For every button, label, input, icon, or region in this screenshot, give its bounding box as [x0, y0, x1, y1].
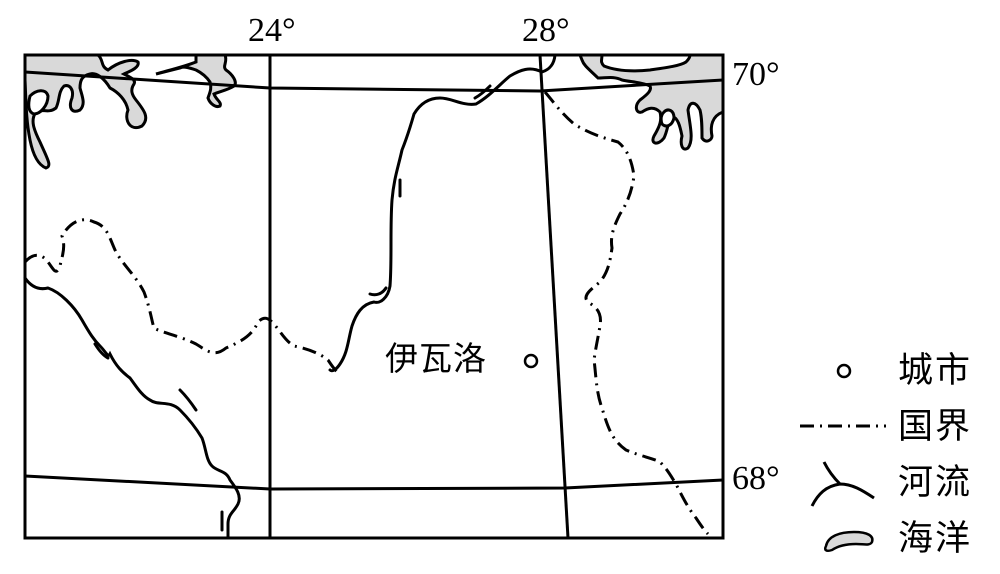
legend-label-border: 国界 [898, 407, 973, 447]
latitude-line-68 [24, 474, 724, 491]
city-label-ivalo: 伊瓦洛 [385, 339, 487, 378]
map-frame [23, 53, 725, 540]
legend-item-river: 河流 [796, 460, 1000, 510]
ocean-northeast [577, 53, 725, 151]
legend-item-ocean: 海洋 [796, 516, 1000, 566]
border-east [543, 91, 710, 536]
legend-item-city: 城市 [796, 348, 1000, 398]
ocean-north-inlet [155, 53, 237, 108]
legend-item-border: 国界 [796, 404, 1000, 454]
longitude-line-28 [538, 54, 570, 539]
river-central [328, 53, 557, 373]
legend-label-city: 城市 [898, 351, 973, 391]
ocean-northwest [23, 53, 148, 170]
river-icon [810, 461, 875, 507]
border-west [23, 218, 341, 376]
city-circle-icon [836, 363, 852, 379]
river-west [23, 276, 241, 540]
national-borders [23, 91, 710, 536]
longitude-label-24: 24° [248, 12, 296, 49]
ocean-patch-icon [824, 530, 874, 553]
rivers [23, 53, 557, 540]
longitude-label-28: 28° [522, 12, 570, 49]
city-marker-ivalo[interactable] [523, 353, 539, 369]
latitude-line-70 [24, 70, 724, 93]
legend-label-ocean: 海洋 [898, 519, 973, 559]
latitude-label-70: 70° [732, 56, 780, 93]
latitude-label-68: 68° [732, 460, 780, 497]
legend-label-river: 河流 [898, 463, 973, 503]
dash-dot-line-icon [800, 424, 886, 428]
